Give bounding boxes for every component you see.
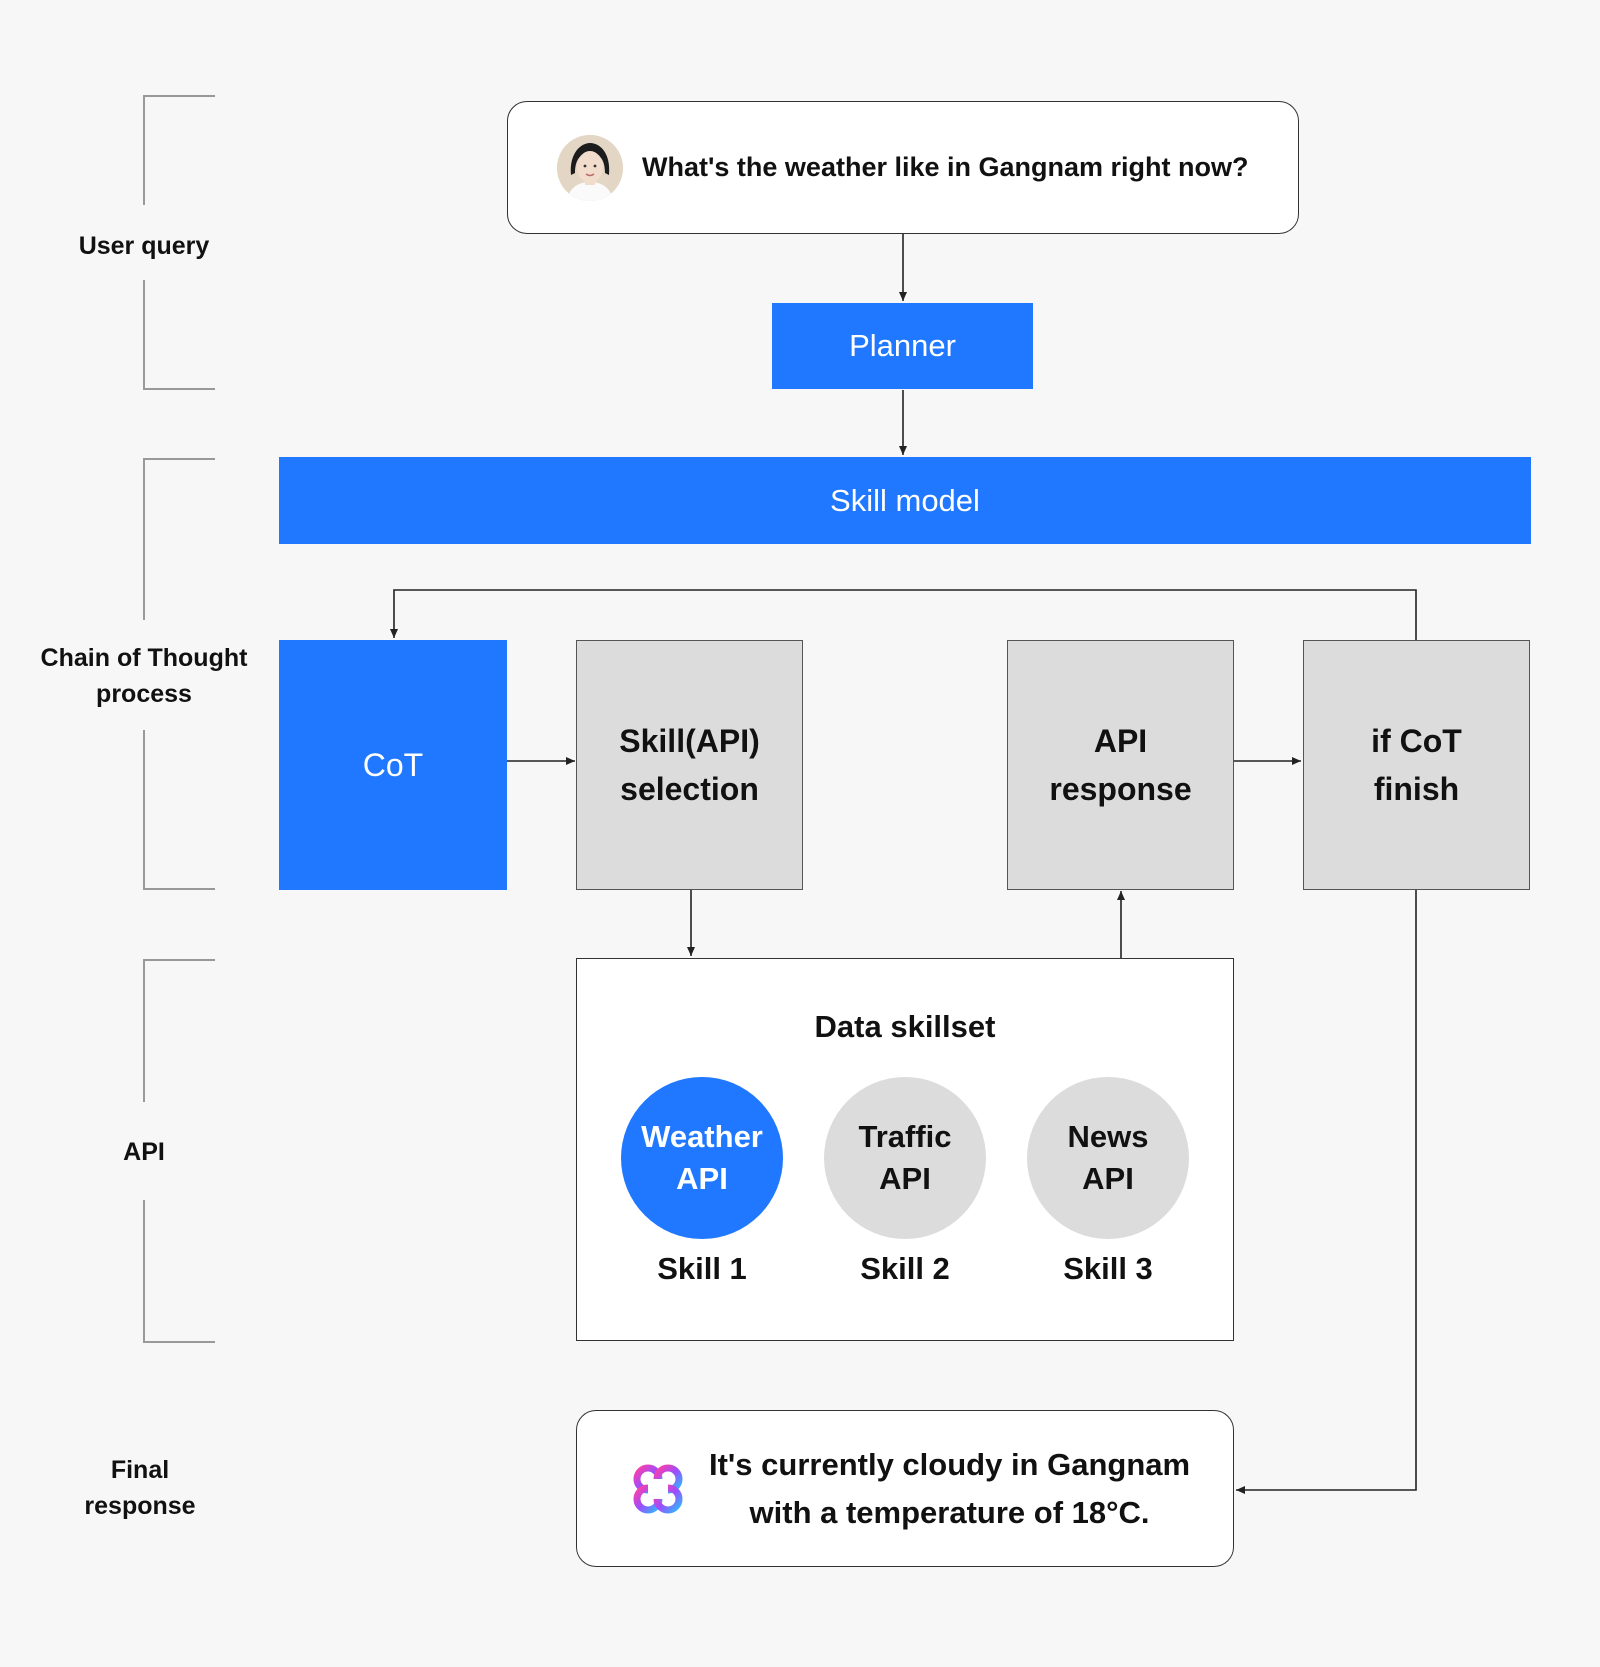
skill-model-node: Skill model [279, 457, 1531, 544]
assistant-logo-icon [629, 1460, 687, 1518]
api-response-node: API response [1007, 640, 1234, 890]
api-response-line1: API [1093, 723, 1148, 759]
user-query-box: What's the weather like in Gangnam right… [507, 101, 1299, 234]
skill-selection-line1: Skill(API) [619, 723, 760, 759]
label-final-response-line2: response [84, 1492, 196, 1520]
api-response-line2: response [1049, 771, 1192, 807]
cot-node: CoT [279, 640, 507, 890]
label-api: API [123, 1138, 165, 1166]
skill-circle-news: News API [1027, 1077, 1189, 1239]
skill-weather-line1: Weather [641, 1119, 763, 1154]
skill-circle-weather: Weather API [621, 1077, 783, 1239]
label-chain-of-thought-line2: process [96, 680, 192, 708]
final-response-box: It's currently cloudy in Gangnam with a … [576, 1410, 1234, 1567]
skill-traffic-line2: API [879, 1161, 931, 1196]
planner-node: Planner [772, 303, 1033, 389]
skill-caption-1: Skill 1 [657, 1251, 747, 1286]
cot-finish-line1: if CoT [1371, 723, 1462, 759]
cot-finish-line2: finish [1373, 771, 1460, 807]
final-response-line2: with a temperature of 18°C. [749, 1494, 1150, 1530]
final-response-line1: It's currently cloudy in Gangnam [709, 1446, 1191, 1482]
skill-weather-line2: API [676, 1161, 728, 1196]
skill-traffic-line1: Traffic [858, 1119, 952, 1154]
skill-selection-line2: selection [620, 771, 759, 807]
data-skillset-title: Data skillset [814, 1009, 996, 1044]
data-skillset-panel: Data skillset Weather API Traffic API Ne… [576, 958, 1234, 1341]
section-brackets [143, 95, 215, 1343]
skill-caption-3: Skill 3 [1063, 1251, 1153, 1286]
label-user-query: User query [78, 232, 210, 260]
label-final-response-line1: Final [110, 1456, 170, 1484]
skill-news-line2: API [1082, 1161, 1134, 1196]
label-final-response: Final response [40, 1452, 240, 1524]
flow-arrows [390, 234, 1417, 1494]
label-chain-of-thought: Chain of Thought process [24, 640, 264, 712]
skill-selection-node: Skill(API) selection [576, 640, 803, 890]
skill-circle-traffic: Traffic API [824, 1077, 986, 1239]
cot-finish-node: if CoT finish [1303, 640, 1530, 890]
user-query-text: What's the weather like in Gangnam right… [642, 152, 1249, 182]
final-response-text: It's currently cloudy in Gangnam with a … [709, 1441, 1190, 1537]
user-avatar [557, 134, 623, 201]
skill-news-line1: News [1067, 1119, 1149, 1154]
label-chain-of-thought-line1: Chain of Thought [40, 644, 248, 672]
skill-caption-2: Skill 2 [860, 1251, 950, 1286]
